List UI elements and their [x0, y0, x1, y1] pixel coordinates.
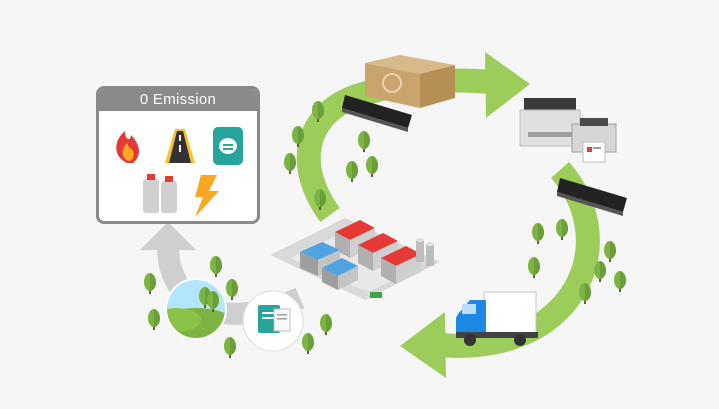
laser-printer — [519, 98, 581, 147]
cardboard-box — [365, 55, 455, 108]
toner-cartridge-right — [557, 178, 627, 216]
road-icon — [165, 129, 195, 163]
delivery-truck — [456, 291, 538, 346]
emission-icons — [116, 127, 243, 217]
inkjet-printer — [571, 118, 617, 163]
zero-emission-panel: 0 Emission — [96, 86, 260, 224]
gas-cylinders-icon — [143, 174, 177, 213]
fertilizer-bag-icon — [213, 127, 243, 165]
documents-icon — [242, 290, 304, 352]
lightning-bolt-icon — [195, 175, 219, 217]
green-landscape-icon — [165, 278, 227, 340]
toner-cartridge-top — [342, 95, 412, 132]
recycling-factory — [270, 218, 440, 300]
fire-icon — [116, 131, 139, 163]
panel-title: 0 Emission — [99, 89, 257, 111]
